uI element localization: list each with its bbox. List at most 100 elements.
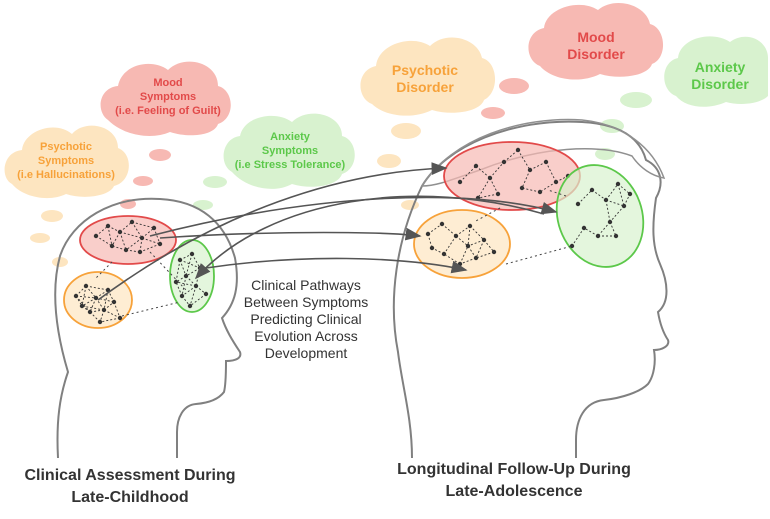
network-edge: [475, 251, 495, 259]
psychotic-disorder-line-2: Disorder: [396, 79, 454, 95]
network-edge: [427, 233, 433, 249]
network-node: [79, 303, 85, 309]
network-edge: [125, 237, 143, 251]
network-edge: [113, 301, 121, 319]
network-node: [491, 249, 497, 255]
cloud-psychotic-symptoms: Psychotic Symptoms (i.e Hallucinations): [4, 125, 129, 199]
network-node: [129, 219, 135, 225]
network-edge: [459, 257, 477, 265]
network-edge: [427, 223, 443, 235]
network-edge: [467, 239, 485, 247]
center-text-line-2: Between Symptoms: [244, 294, 369, 310]
network-node: [575, 201, 581, 207]
network-node: [187, 303, 193, 309]
anxiety-symptoms-line-1: Anxiety: [270, 131, 311, 143]
network-node: [197, 265, 203, 271]
network-node: [543, 159, 549, 165]
child-head-outline: [54, 197, 242, 459]
network-edge: [153, 227, 161, 245]
network-node: [473, 163, 479, 169]
network-node: [615, 181, 621, 187]
network-node: [117, 229, 123, 235]
network-edge: [111, 231, 121, 247]
network-node: [109, 243, 115, 249]
network-node: [151, 225, 157, 231]
network-edge: [141, 237, 161, 245]
network-edge: [81, 297, 97, 307]
network-node: [87, 309, 93, 315]
caption-right: Longitudinal Follow-Up During Late-Adole…: [397, 461, 631, 500]
network-edge: [95, 297, 105, 311]
network-edge: [443, 253, 461, 265]
network-edge: [139, 243, 161, 253]
caption-right-line-1: Longitudinal Follow-Up During: [397, 461, 631, 478]
network-edge: [483, 239, 495, 253]
network-node: [179, 293, 185, 299]
mood-disorder-line-2: Disorder: [567, 46, 625, 62]
network-node: [453, 233, 459, 239]
network-edge: [583, 227, 599, 237]
child-anxiety-region: [169, 239, 215, 313]
anxiety-disorder-line-1: Anxiety: [695, 59, 746, 75]
child-anxiety-region-ellipse: [169, 239, 215, 313]
network-node: [515, 147, 521, 153]
network-edge: [185, 267, 201, 277]
network-edge: [577, 189, 593, 205]
network-edge: [503, 149, 519, 163]
cloud-psychotic-disorder: Psychotic Disorder: [360, 37, 496, 116]
network-edge: [141, 227, 155, 239]
network-edge: [175, 281, 183, 297]
network-edge: [591, 189, 607, 201]
network-node: [481, 237, 487, 243]
region-link: [95, 261, 113, 279]
center-text-line-3: Predicting Clinical: [250, 311, 361, 327]
network-edge: [89, 297, 97, 313]
network-edge: [605, 199, 625, 207]
anxiety-symptoms-line-2: Symptoms: [262, 145, 318, 157]
network-node: [607, 219, 613, 225]
network-node: [189, 251, 195, 257]
arrow-psychotic-to-mood-disorder: [97, 162, 448, 301]
network-edge: [469, 225, 485, 241]
network-edge: [459, 245, 469, 265]
psychotic-disorder-line-1: Psychotic: [392, 62, 458, 78]
psychotic-symptoms-line-2: Symptoms: [38, 155, 94, 167]
network-node: [603, 197, 609, 203]
child-mood-region: [79, 215, 177, 265]
network-node: [105, 223, 111, 229]
caption-left-line-2: Late-Childhood: [71, 489, 188, 506]
network-edge: [95, 297, 115, 303]
network-node: [83, 283, 89, 289]
network-node: [101, 307, 107, 313]
network-edge: [609, 205, 625, 223]
network-edge: [179, 259, 187, 277]
network-edge: [95, 225, 109, 237]
anxiety-symptoms-line-3: (i.e Stress Tolerance): [235, 159, 346, 171]
thought-trail-dots: [30, 78, 652, 267]
network-node: [473, 255, 479, 261]
network-node: [193, 283, 199, 289]
network-node: [457, 179, 463, 185]
psychotic-symptoms-line-3: (i.e Hallucinations): [17, 169, 115, 181]
network-edge: [477, 193, 499, 199]
mood-symptoms-line-2: Symptoms: [140, 91, 196, 103]
adolescent-anxiety-region: [555, 164, 645, 268]
network-edge: [175, 281, 197, 287]
arrow-anxiety-disorder-to-child-anxiety: [194, 195, 545, 280]
network-node: [177, 257, 183, 263]
network-node: [595, 233, 601, 239]
psychotic-symptoms-line-1: Psychotic: [40, 141, 92, 153]
adolescent-head-outline: [392, 120, 670, 459]
network-edge: [521, 187, 541, 193]
cloud-anxiety-disorder: Anxiety Disorder: [664, 36, 768, 107]
network-edge: [539, 181, 557, 193]
network-edge: [475, 239, 485, 259]
network-edge: [99, 317, 121, 323]
network-node: [93, 233, 99, 239]
region-link: [505, 245, 573, 265]
center-text-line-1: Clinical Pathways: [251, 277, 361, 293]
network-edge: [475, 165, 491, 179]
network-node: [183, 273, 189, 279]
network-edge: [111, 245, 127, 251]
